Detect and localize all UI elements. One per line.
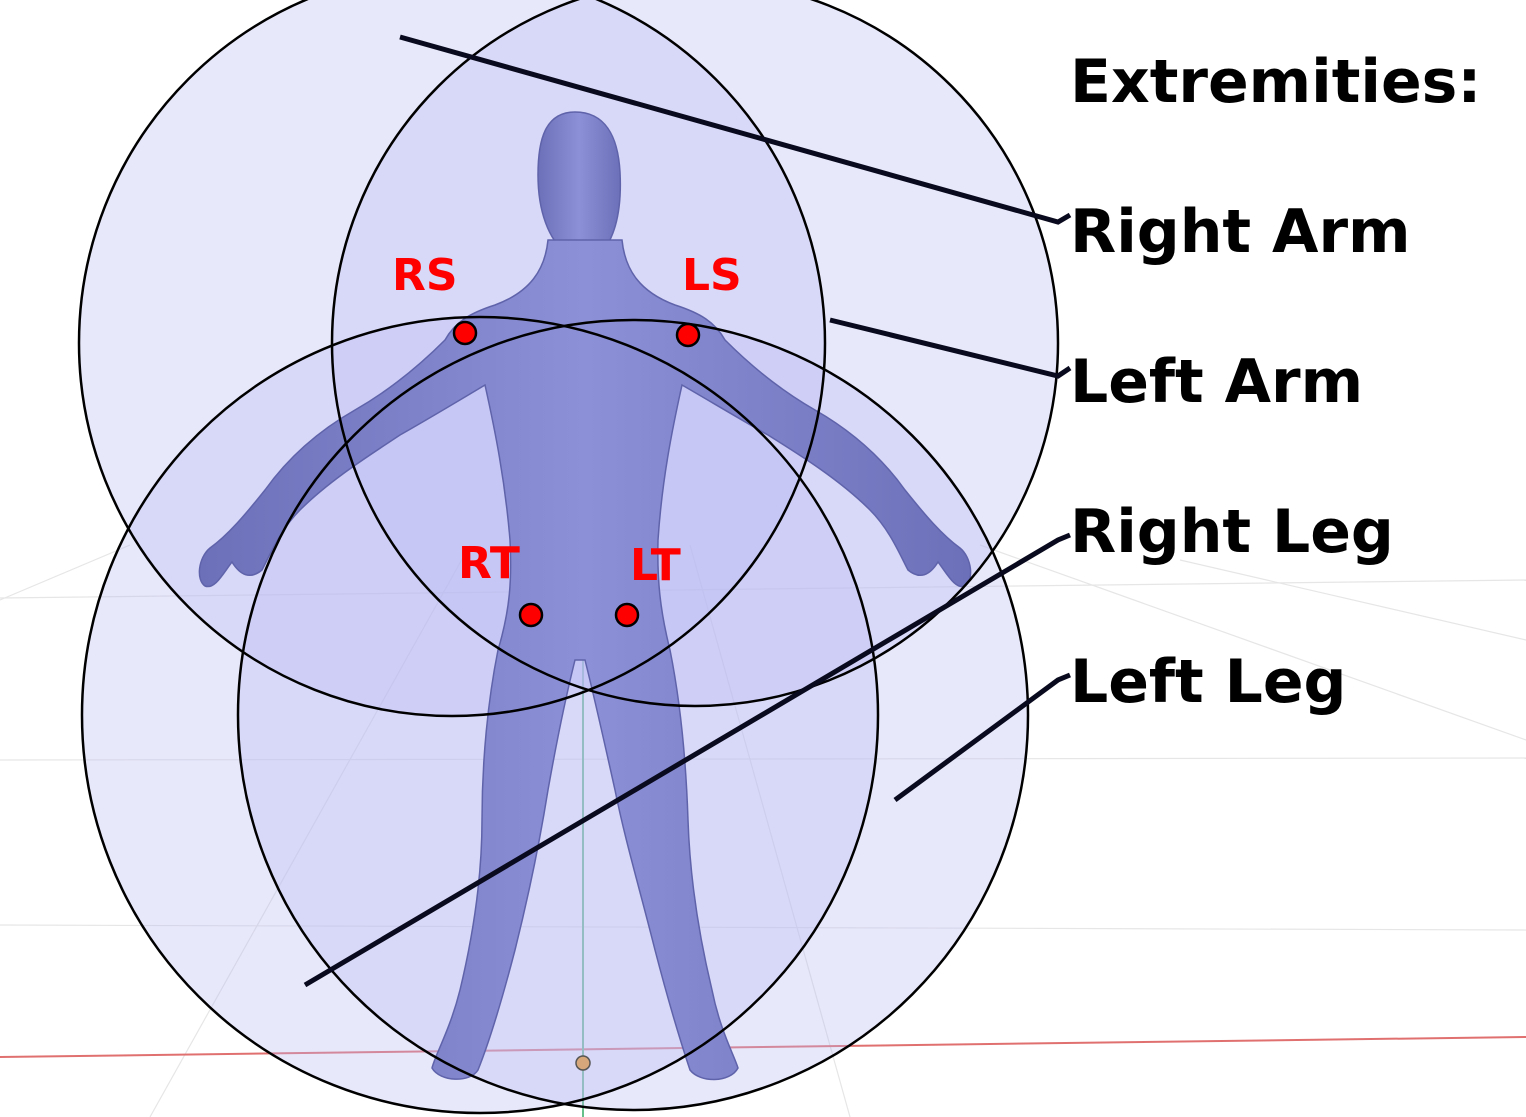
right-shoulder-marker — [452, 320, 478, 346]
left-leg-leader-line — [893, 672, 1071, 803]
left-leg-sphere-outline — [236, 318, 1030, 1112]
extremity-label-right-arm: Right Arm — [1070, 197, 1411, 267]
right-thigh-marker — [518, 602, 544, 628]
origin-marker — [575, 1055, 591, 1071]
extremity-label-right-leg: Right Leg — [1070, 497, 1394, 567]
extremity-label-left-arm: Left Arm — [1070, 347, 1363, 417]
left-arm-leader-line — [829, 317, 1072, 379]
left-thigh-marker — [614, 602, 640, 628]
floor-grid — [0, 544, 1526, 1117]
right-leg-sphere-outline — [80, 315, 880, 1115]
extremities-title: Extremities: — [1070, 47, 1481, 117]
x-axis-line — [0, 1036, 1526, 1058]
marker-label-right-thigh: RT — [458, 538, 520, 589]
marker-label-left-shoulder: LS — [682, 250, 742, 301]
right-leg-leader-line — [303, 532, 1071, 988]
marker-label-right-shoulder: RS — [392, 250, 458, 301]
left-arm-sphere-outline — [330, 0, 1060, 708]
right-arm-leader-line — [399, 34, 1072, 225]
extremity-label-left-leg: Left Leg — [1070, 647, 1346, 717]
human-figure — [198, 111, 972, 1081]
left-shoulder-marker — [675, 322, 701, 348]
marker-label-left-thigh: LT — [630, 540, 681, 591]
right-arm-sphere-outline — [77, 0, 827, 718]
